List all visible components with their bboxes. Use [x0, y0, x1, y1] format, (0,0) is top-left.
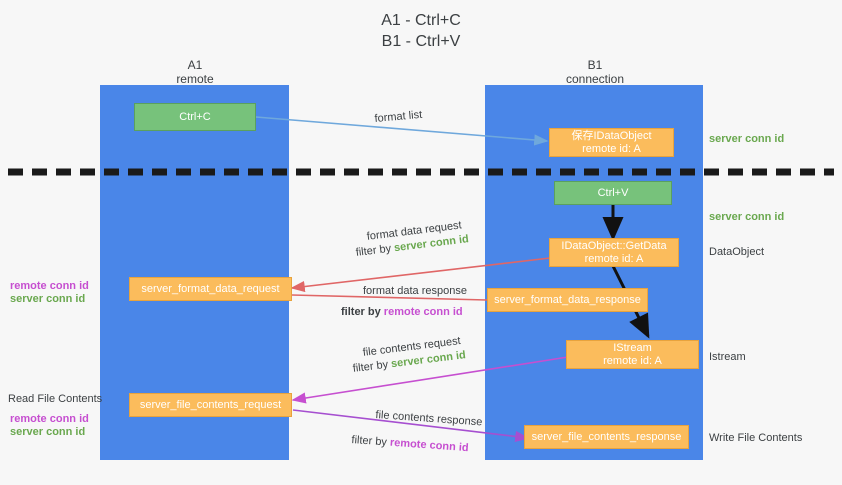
box-save-idataobject-line1: 保存IDataObject [571, 129, 652, 142]
right-label-istream: Istream [709, 351, 746, 363]
box-save-idataobject-line2: remote id: A [582, 142, 641, 155]
column-header-a1: A1 remote [120, 58, 270, 86]
box-getdata-line2: remote id: A [584, 252, 644, 265]
filter-prefix: filter by [341, 306, 384, 318]
filter-prefix: filter by [351, 433, 391, 449]
box-server-file-contents-response[interactable]: server_file_contents_response [524, 425, 689, 449]
arrow-format-list [255, 116, 549, 146]
page-title: A1 - Ctrl+C B1 - Ctrl+V [0, 10, 842, 52]
arrow-file-contents-response [292, 409, 530, 443]
left-label-remote-conn-id-2: remote conn id [10, 413, 89, 425]
title-line-1: A1 - Ctrl+C [381, 12, 461, 29]
column-b1-name: B1 [587, 58, 603, 72]
box-server-format-data-request[interactable]: server_format_data_request [129, 277, 292, 301]
box-server-file-contents-request[interactable]: server_file_contents_request [129, 393, 292, 417]
box-istream-line1: IStream [613, 341, 652, 354]
box-file-resp-label: server_file_contents_response [531, 430, 682, 443]
left-label-server-conn-id-2: server conn id [10, 426, 86, 438]
box-ctrl-v[interactable]: Ctrl+V [554, 181, 672, 205]
right-label-dataobject: DataObject [709, 246, 765, 258]
box-server-format-data-response[interactable]: server_format_data_response [487, 288, 648, 312]
box-save-idataobject[interactable]: 保存IDataObject remote id: A [549, 128, 674, 157]
left-label-remote-conn-id-1: remote conn id [10, 280, 89, 292]
column-a1-subtitle: remote [176, 72, 214, 86]
arrow-format-data-response [291, 294, 488, 301]
arrow-format-data-request [290, 257, 551, 293]
box-file-req-label: server_file_contents_request [139, 398, 282, 411]
box-istream-line2: remote id: A [603, 354, 662, 367]
box-ctrl-c-line1: Ctrl+C [179, 110, 211, 123]
box-fmt-req-label: server_format_data_request [141, 282, 280, 295]
right-label-server-conn-id-top: server conn id [709, 133, 785, 145]
column-a1-name: A1 [187, 58, 203, 72]
column-b1-subtitle: connection [565, 72, 625, 86]
right-label-write-file-contents: Write File Contents [709, 432, 803, 444]
box-idataobject-getdata[interactable]: IDataObject::GetData remote id: A [549, 238, 679, 267]
box-getdata-line1: IDataObject::GetData [561, 239, 667, 252]
edge-label-format-data-response: format data response [363, 285, 467, 297]
left-label-server-conn-id-1: server conn id [10, 293, 86, 305]
right-label-server-conn-id-mid: server conn id [709, 211, 785, 223]
box-ctrl-c[interactable]: Ctrl+C [134, 103, 256, 131]
arrow-file-contents-request [291, 356, 569, 404]
column-header-b1: B1 connection [520, 58, 670, 86]
filter-value-remote-conn-id: remote conn id [383, 306, 463, 318]
title-line-2: B1 - Ctrl+V [381, 33, 461, 50]
left-label-read-file-contents: Read File Contents [8, 393, 103, 405]
box-ctrl-v-line1: Ctrl+V [597, 186, 629, 199]
edge-label-format-data-response-filter: filter by remote conn id [341, 305, 463, 319]
box-fmt-resp-label: server_format_data_response [494, 293, 641, 306]
box-istream[interactable]: IStream remote id: A [566, 340, 699, 369]
